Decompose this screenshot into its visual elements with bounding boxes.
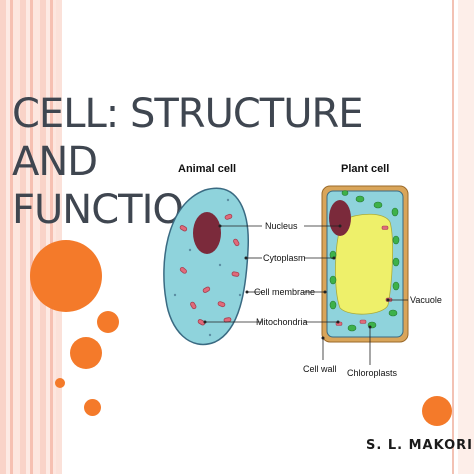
plant-cell-heading: Plant cell [341,163,390,175]
decorative-circle-medium [70,337,102,369]
decorative-line-right [452,0,454,474]
label-nucleus: Nucleus [265,221,298,231]
animal-cell-heading: Animal cell [178,163,237,175]
decorative-circle-small [55,378,65,388]
decorative-stripe [56,0,62,474]
label-mitochondria: Mitochondria [256,317,308,327]
decorative-stripes-left [0,0,56,474]
slide-title: CELL: STRUCTURE AND FUNCTIO [12,90,392,234]
animal-nucleus [193,212,221,254]
slide-title-line2: FUNCTIO [12,187,184,233]
decorative-circle-large [30,240,102,312]
slide-title-line1: CELL: STRUCTURE AND [12,91,364,185]
decorative-circle-small [84,399,101,416]
decorative-circle-medium [97,311,119,333]
plant-nucleus [329,200,351,236]
decorative-circle-right [422,396,452,426]
author-name: S. L. MAKORI [366,438,473,453]
label-vacuole: Vacuole [410,295,442,305]
label-chloroplasts: Chloroplasts [347,368,398,378]
label-cell-wall: Cell wall [303,364,337,374]
decorative-band-right [458,0,474,474]
label-cell-membrane: Cell membrane [254,287,316,297]
label-cytoplasm: Cytoplasm [263,253,306,263]
